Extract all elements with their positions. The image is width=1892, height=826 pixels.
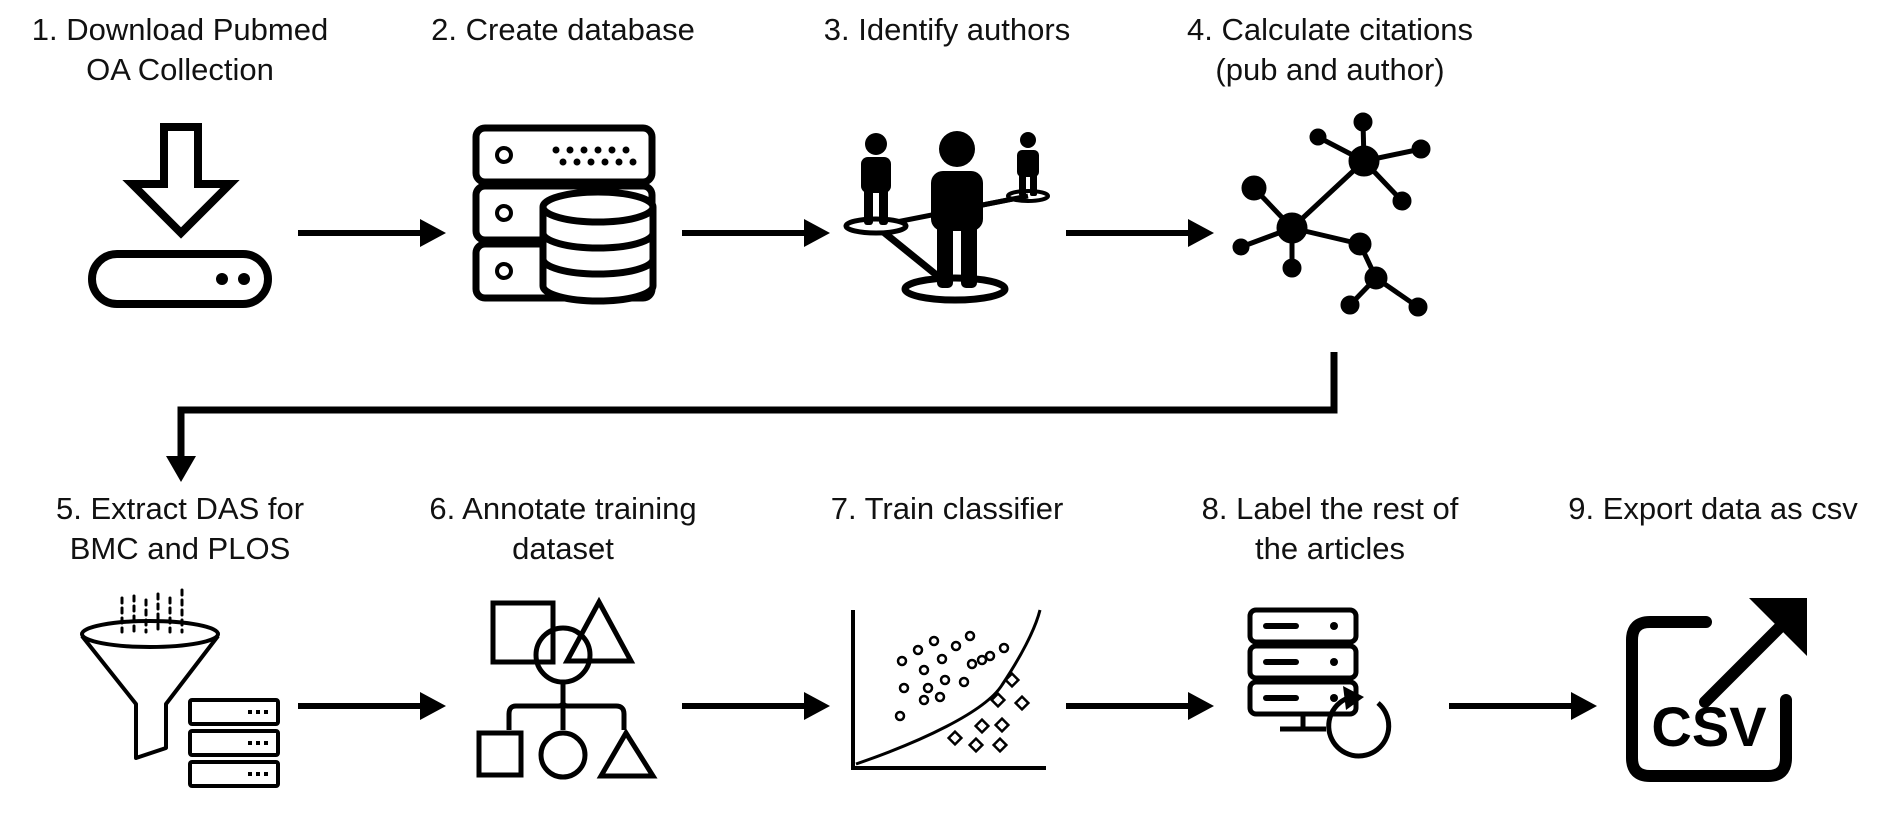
step-5-label: 5. Extract DAS for BMC and PLOS — [15, 489, 345, 569]
step-9-label: 9. Export data as csv — [1548, 489, 1878, 529]
step-6-line-1: 6. Annotate training — [429, 491, 697, 526]
step-4-line-1: 4. Calculate citations — [1186, 12, 1474, 47]
arrow-6-to-7 — [682, 692, 830, 720]
step-5-line-1: 5. Extract DAS for — [55, 491, 305, 526]
step-5-line-2: BMC and PLOS — [69, 531, 291, 566]
step-3-label: 3. Identify authors — [782, 10, 1112, 50]
step-4-line-2: (pub and author) — [1215, 52, 1445, 87]
database-server-icon — [472, 124, 657, 305]
step-3-line-1: 3. Identify authors — [823, 12, 1071, 47]
step-4-label: 4. Calculate citations (pub and author) — [1165, 10, 1495, 90]
arrow-8-to-9 — [1449, 692, 1597, 720]
arrow-7-to-8 — [1066, 692, 1214, 720]
step-1-line-2: OA Collection — [86, 52, 274, 87]
step-7-label: 7. Train classifier — [782, 489, 1112, 529]
arrow-5-to-6 — [298, 692, 446, 720]
arrow-4-to-5 — [166, 352, 1338, 482]
step-8-label: 8. Label the rest of the articles — [1165, 489, 1495, 569]
step-2-line-1: 2. Create database — [431, 12, 695, 47]
step-6-label: 6. Annotate training dataset — [398, 489, 728, 569]
csv-text: CSV — [1651, 695, 1766, 758]
step-6-line-2: dataset — [512, 531, 614, 566]
step-1-label: 1. Download Pubmed OA Collection — [15, 10, 345, 90]
server-refresh-icon — [1247, 607, 1392, 759]
step-8-line-2: the articles — [1255, 531, 1405, 566]
step-2-label: 2. Create database — [398, 10, 728, 50]
step-7-line-1: 7. Train classifier — [830, 491, 1064, 526]
people-network-icon — [843, 131, 1050, 304]
csv-export-icon: CSV — [1626, 598, 1807, 782]
step-8-line-1: 8. Label the rest of — [1201, 491, 1459, 526]
shapes-classification-icon — [476, 596, 658, 780]
funnel-server-icon — [80, 588, 280, 788]
network-graph-icon — [1232, 112, 1431, 317]
arrow-3-to-4 — [1066, 219, 1214, 247]
download-icon — [88, 123, 272, 308]
step-9-line-1: 9. Export data as csv — [1568, 491, 1858, 526]
scatter-classifier-icon — [851, 609, 1046, 770]
arrow-2-to-3 — [682, 219, 830, 247]
step-1-line-1: 1. Download Pubmed — [31, 12, 329, 47]
arrow-1-to-2 — [298, 219, 446, 247]
